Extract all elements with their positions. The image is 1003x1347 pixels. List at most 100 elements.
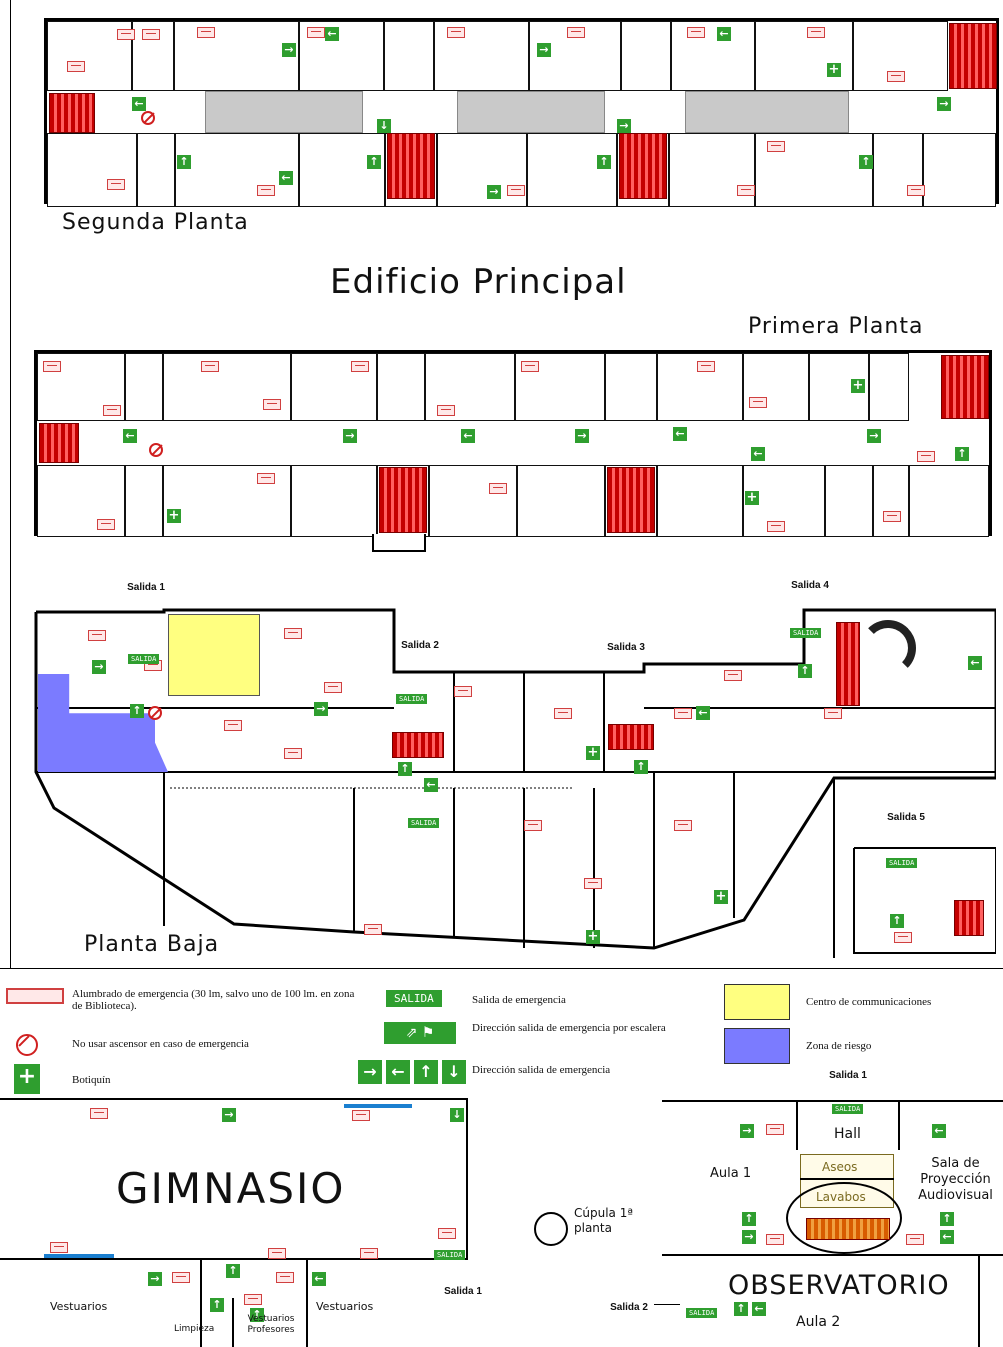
exit-direction-arrow-icon: ↑: [798, 664, 812, 678]
legend-light-icon: [6, 988, 64, 1004]
emergency-light-icon: [438, 1228, 456, 1239]
exit-direction-arrow-icon: ↑: [940, 1212, 954, 1226]
exit-direction-arrow-icon: ↑: [734, 1302, 748, 1316]
aseos-label: Aseos: [822, 1160, 858, 1174]
emergency-light-icon: [142, 29, 160, 40]
wall: [796, 1100, 798, 1150]
exit-direction-arrow-icon: ↓: [377, 119, 391, 133]
exit-direction-arrow-icon: ←: [752, 1302, 766, 1316]
legend-comunicaciones: Centro de communicaciones: [806, 996, 932, 1008]
room: [163, 353, 291, 421]
exit-direction-arrow-icon: ←: [461, 429, 475, 443]
stairs: [392, 732, 444, 758]
exit-direction-arrow-icon: ↑: [210, 1298, 224, 1312]
emergency-light-icon: [268, 1248, 286, 1259]
segunda-planta-plan: ← → ← ↓ → → ← → ↑ ← ↑ → ↑ ↑ +: [44, 18, 999, 207]
vestuarios-left-label: Vestuarios: [50, 1300, 108, 1313]
observatorio-plan: → ← ↑ → ↑ ← ↑ ← SALIDA Salida 1 Hall Aul…: [662, 1068, 1003, 1347]
emergency-light-icon: [907, 185, 925, 196]
limpieza-label: Limpieza: [174, 1324, 215, 1334]
room: [175, 133, 299, 207]
room: [527, 133, 617, 207]
emergency-light-icon: [201, 361, 219, 372]
emergency-light-icon: [724, 670, 742, 681]
room: [825, 465, 873, 537]
room: [605, 353, 657, 421]
floor-label-baja: Planta Baja: [84, 932, 220, 957]
emergency-light-icon: [674, 820, 692, 831]
exit-direction-arrow-icon: →: [92, 660, 106, 674]
legend-riesgo-swatch: [724, 1028, 790, 1064]
salida-sign: SALIDA: [832, 1104, 864, 1114]
exit-direction-arrow-icon: ↑: [634, 760, 648, 774]
exit-direction-arrow-icon: ↑: [367, 155, 381, 169]
stairs: [836, 622, 860, 706]
wall: [662, 1254, 1003, 1256]
exit-direction-arrow-icon: ↑: [226, 1264, 240, 1278]
emergency-light-icon: [737, 185, 755, 196]
first-aid-icon: +: [714, 889, 728, 904]
emergency-light-icon: [257, 473, 275, 484]
emergency-light-icon: [767, 141, 785, 152]
wall: [232, 1298, 234, 1347]
legend-comunicaciones-swatch: [724, 984, 790, 1020]
wall: [466, 1098, 468, 1260]
exit-label-2: Salida 2: [401, 640, 439, 651]
exit-label-3: Salida 3: [607, 642, 645, 653]
emergency-light-icon: [360, 1248, 378, 1259]
emergency-light-icon: [521, 361, 539, 372]
exit-direction-arrow-icon: ←: [940, 1230, 954, 1244]
room: [377, 353, 425, 421]
exit-direction-arrow-icon: →: [282, 43, 296, 57]
exit-direction-arrow-icon: →: [343, 429, 357, 443]
legend-salida: Salida de emergencia: [472, 994, 566, 1006]
legend-first-aid-icon: +: [14, 1064, 40, 1094]
emergency-light-icon: [224, 720, 242, 731]
room: [384, 21, 434, 91]
exit-direction-arrow-icon: ←: [132, 97, 146, 111]
emergency-light-icon: [767, 521, 785, 532]
emergency-light-icon: [697, 361, 715, 372]
stairs: [619, 133, 667, 199]
room: [137, 133, 175, 207]
exit-direction-arrow-icon: ↑: [742, 1212, 756, 1226]
exit-direction-arrow-icon: ←: [123, 429, 137, 443]
stairs: [941, 355, 989, 419]
emergency-light-icon: [284, 748, 302, 759]
exit-direction-arrow-icon: ↑: [398, 762, 412, 776]
exit-direction-arrow-icon: ←: [279, 171, 293, 185]
stairs: [607, 467, 655, 533]
emergency-light-icon: [107, 179, 125, 190]
exit-label-1: Salida 1: [127, 582, 165, 593]
emergency-light-icon: [674, 708, 692, 719]
room: [671, 21, 755, 91]
planta-baja-plan: → ↑ → ↑ ← ↑ ← ↑ ← ↑ + + + SALIDA SALIDA …: [34, 608, 996, 958]
wall: [800, 1178, 894, 1180]
exit-line: [654, 1304, 680, 1305]
cupula-circle-observatorio: [786, 1182, 902, 1254]
emergency-light-icon: [307, 27, 325, 38]
stairs: [39, 423, 79, 463]
wall: [662, 1100, 1003, 1102]
emergency-light-icon: [103, 405, 121, 416]
ground-floor-outline: [34, 608, 996, 958]
exit-direction-arrow-icon: ←: [325, 27, 339, 41]
legend-arrow-up-icon: ↑: [414, 1060, 438, 1084]
room: [299, 133, 385, 207]
first-aid-icon: +: [745, 490, 759, 505]
emergency-light-icon: [584, 878, 602, 889]
room: [657, 465, 743, 537]
emergency-light-icon: [263, 399, 281, 410]
emergency-light-icon: [567, 27, 585, 38]
exit-direction-arrow-icon: →: [575, 429, 589, 443]
no-elevator-icon: [149, 443, 163, 457]
emergency-light-icon: [43, 361, 61, 372]
emergency-light-icon: [687, 27, 705, 38]
legend-alumbrado: Alumbrado de emergencia (30 lm, salvo un…: [72, 988, 355, 1012]
wall: [898, 1100, 900, 1150]
blue-bar: [344, 1104, 412, 1108]
emergency-light-icon: [352, 1110, 370, 1121]
exit-direction-arrow-icon: ←: [312, 1272, 326, 1286]
legend-ascensor: No usar ascensor en caso de emergencia: [72, 1038, 249, 1050]
stairs: [806, 1218, 890, 1240]
